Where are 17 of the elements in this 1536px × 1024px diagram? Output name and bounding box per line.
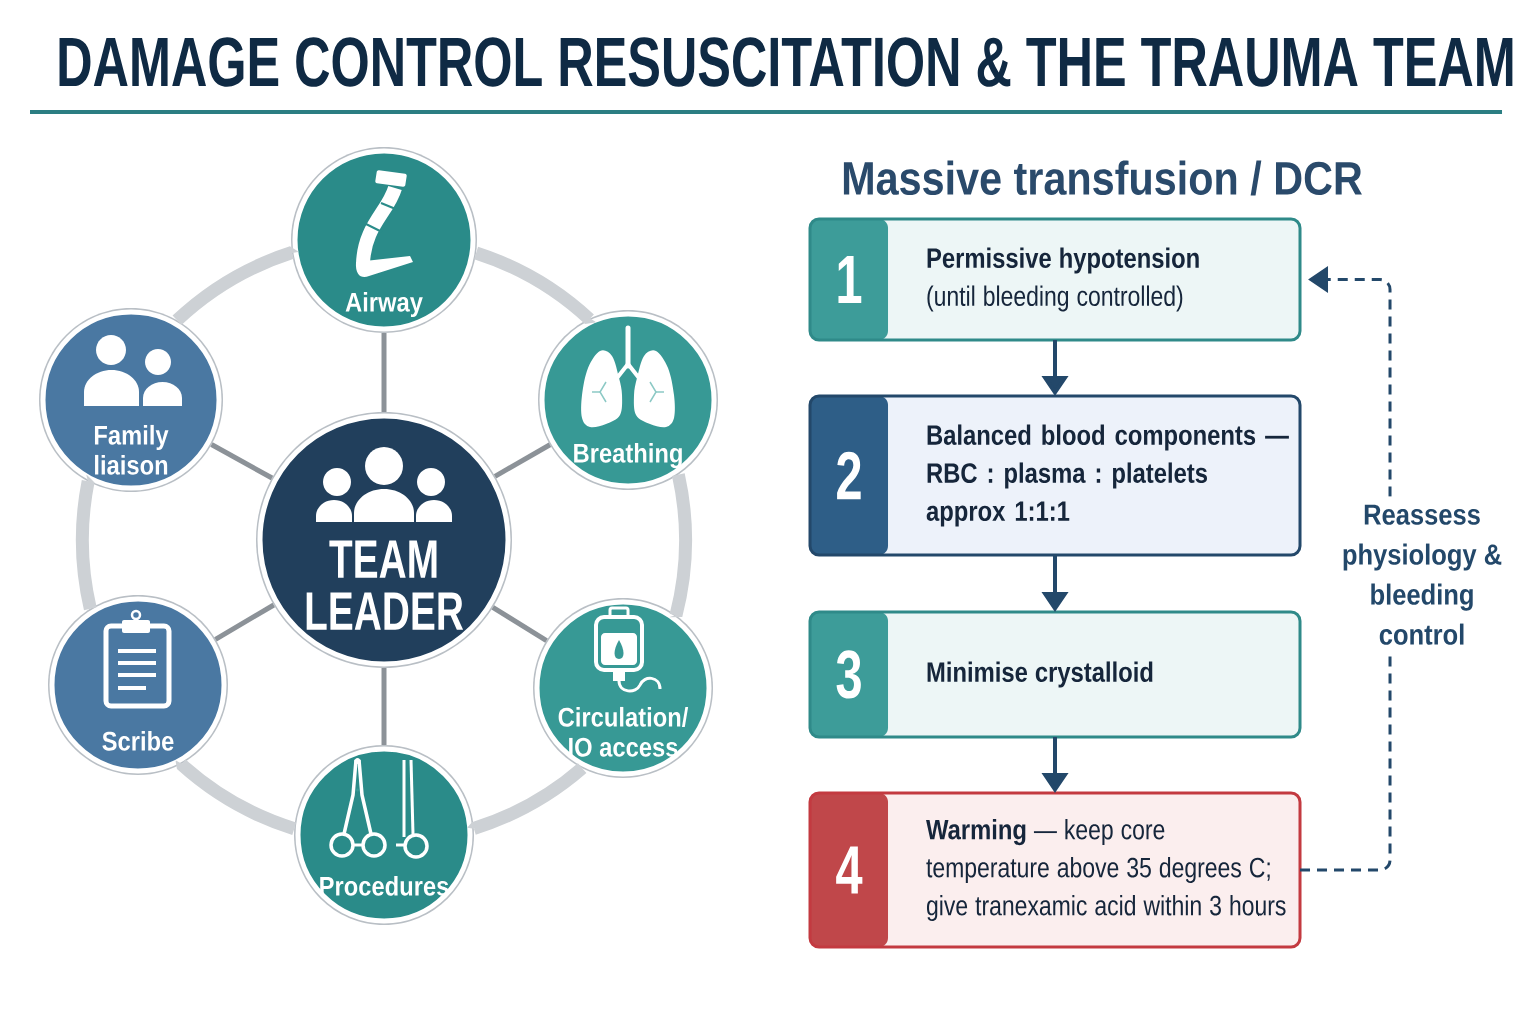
step-box: 4 Warming — keep core temperature above 35 degrees C; give tranexamic acid within 3 hours — [808, 791, 1302, 949]
step-box: 3 Minimise crystalloid — [808, 610, 1302, 739]
edge-label: Reassess physiology & bleeding control — [1329, 496, 1515, 653]
step-box: 2 Balanced blood components — RBC : plasma : platelets approx 1:1:1 — [808, 394, 1302, 557]
connector-line — [381, 333, 387, 412]
connector-line — [493, 442, 552, 479]
ring-arc — [467, 763, 587, 835]
title: DAMAGE CONTROL RESUSCITATION & THE TRAUMA TEAM — [59, 37, 1513, 87]
ring-arc — [474, 246, 596, 326]
connector-line — [210, 442, 274, 481]
ring-arc — [75, 474, 97, 611]
ring-arc — [174, 757, 297, 835]
connector-line — [491, 605, 548, 643]
step-box: 1 Permissive hypotension (until bleeding controlled) — [808, 217, 1302, 342]
ring-arc — [172, 246, 299, 326]
connector-line — [214, 602, 275, 642]
connector-line — [381, 668, 387, 745]
